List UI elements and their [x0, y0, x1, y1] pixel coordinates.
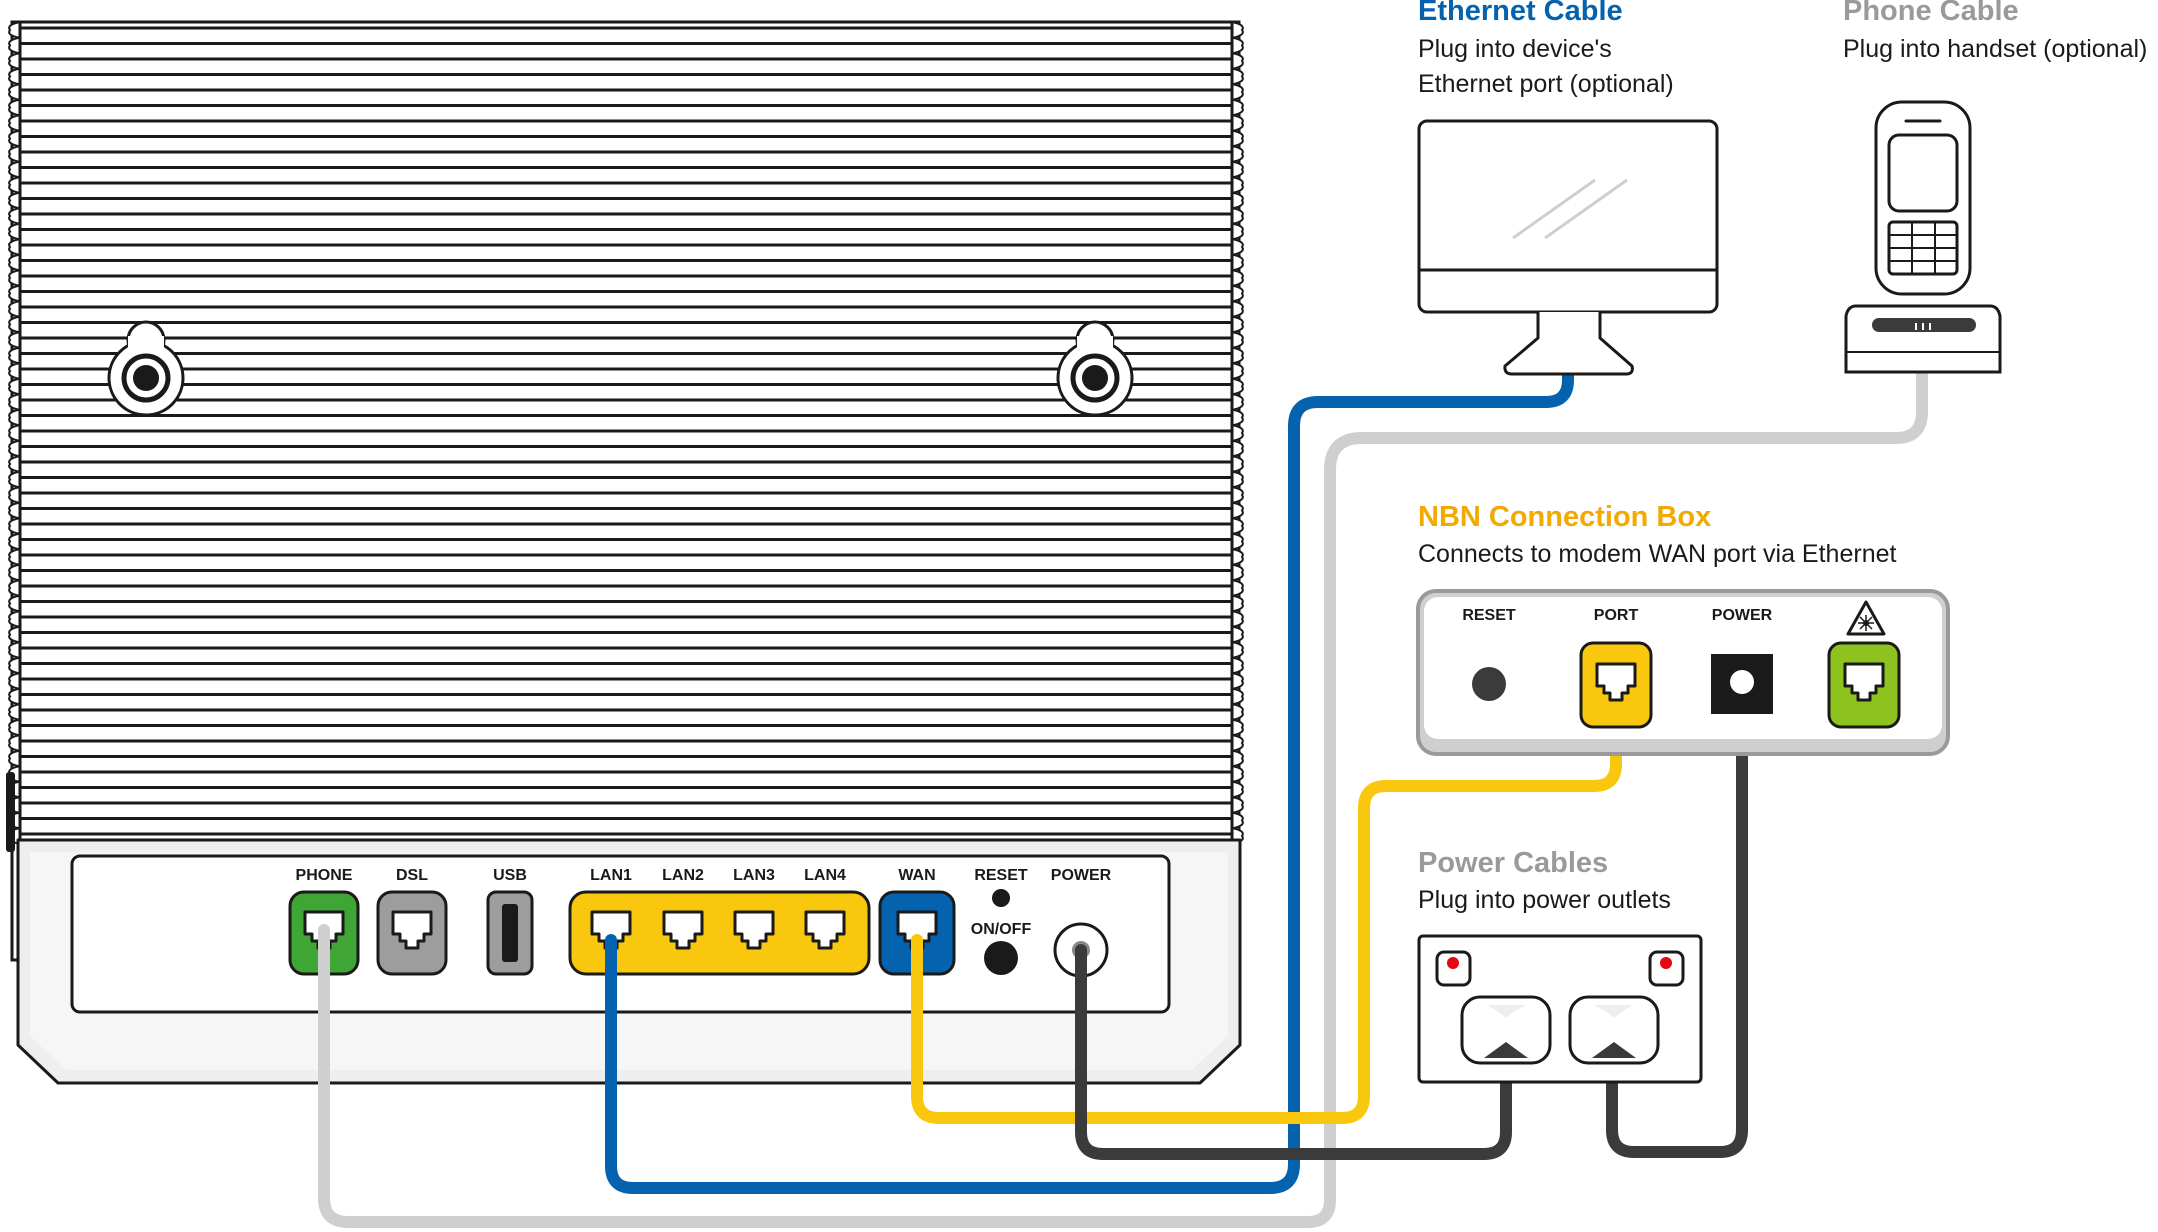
power-cables-title: Power Cables	[1418, 847, 1608, 879]
dsl-port[interactable]	[376, 890, 448, 976]
nbn-box-desc: Connects to modem WAN port via Ethernet	[1418, 540, 1896, 568]
label-power: POWER	[1051, 867, 1112, 884]
modem-reset-button[interactable]	[992, 889, 1010, 907]
label-dsl: DSL	[396, 867, 428, 884]
cables	[318, 360, 1928, 1228]
nbn-label-port: PORT	[1594, 607, 1639, 624]
nbn-fibre-port[interactable]	[1827, 641, 1901, 729]
modem: PHONE DSL USB LAN1 LAN2 LAN3 LAN4 WAN RE…	[6, 20, 1244, 1085]
phone-cable	[318, 366, 1928, 1228]
label-lan2: LAN2	[662, 867, 704, 884]
label-lan4: LAN4	[804, 867, 846, 884]
phone-cable-desc: Plug into handset (optional)	[1843, 35, 2147, 63]
label-lan3: LAN3	[733, 867, 775, 884]
wall-mount-hole-right	[1056, 320, 1134, 417]
nbn-label-power: POWER	[1712, 607, 1773, 624]
label-wan: WAN	[898, 867, 935, 884]
label-reset: RESET	[974, 867, 1028, 884]
nbn-ethernet-cable	[911, 684, 1622, 1124]
nbn-power-socket[interactable]	[1711, 654, 1773, 714]
nbn-uni-d-port[interactable]	[1579, 641, 1653, 729]
wall-mount-hole-left	[107, 320, 185, 417]
ethernet-cable-desc-1: Plug into device's	[1418, 35, 1612, 63]
laser-warning-icon	[1846, 600, 1886, 636]
usb-port[interactable]	[486, 890, 534, 976]
lan-port-group	[568, 890, 871, 976]
label-usb: USB	[493, 867, 527, 884]
nbn-reset-button[interactable]	[1472, 667, 1506, 701]
power-cables-desc: Plug into power outlets	[1418, 886, 1671, 914]
ethernet-cable	[605, 360, 1574, 1194]
phone-cable-title: Phone Cable	[1843, 0, 2019, 27]
modem-power-cable	[1075, 944, 1512, 1160]
label-phone: PHONE	[296, 867, 353, 884]
modem-onoff-button[interactable]	[984, 941, 1018, 975]
power-socket-right[interactable]	[1568, 995, 1660, 1065]
ethernet-cable-desc-2: Ethernet port (optional)	[1418, 70, 1674, 98]
power-outlet-icon	[1417, 934, 1703, 1084]
modem-side-slot	[6, 772, 15, 852]
nbn-power-cable	[1606, 684, 1748, 1158]
label-onoff: ON/OFF	[971, 921, 1032, 938]
nbn-box-title: NBN Connection Box	[1418, 501, 1711, 533]
modem-vent-fins	[8, 21, 1244, 845]
label-lan1: LAN1	[590, 867, 632, 884]
ethernet-cable-title: Ethernet Cable	[1418, 0, 1623, 27]
power-socket-left[interactable]	[1460, 995, 1552, 1065]
computer-monitor-icon	[1417, 119, 1719, 376]
nbn-label-reset: RESET	[1462, 607, 1516, 624]
nbn-connection-box: RESET PORT POWER	[1416, 589, 1950, 756]
cordless-phone-icon	[1844, 100, 2002, 374]
